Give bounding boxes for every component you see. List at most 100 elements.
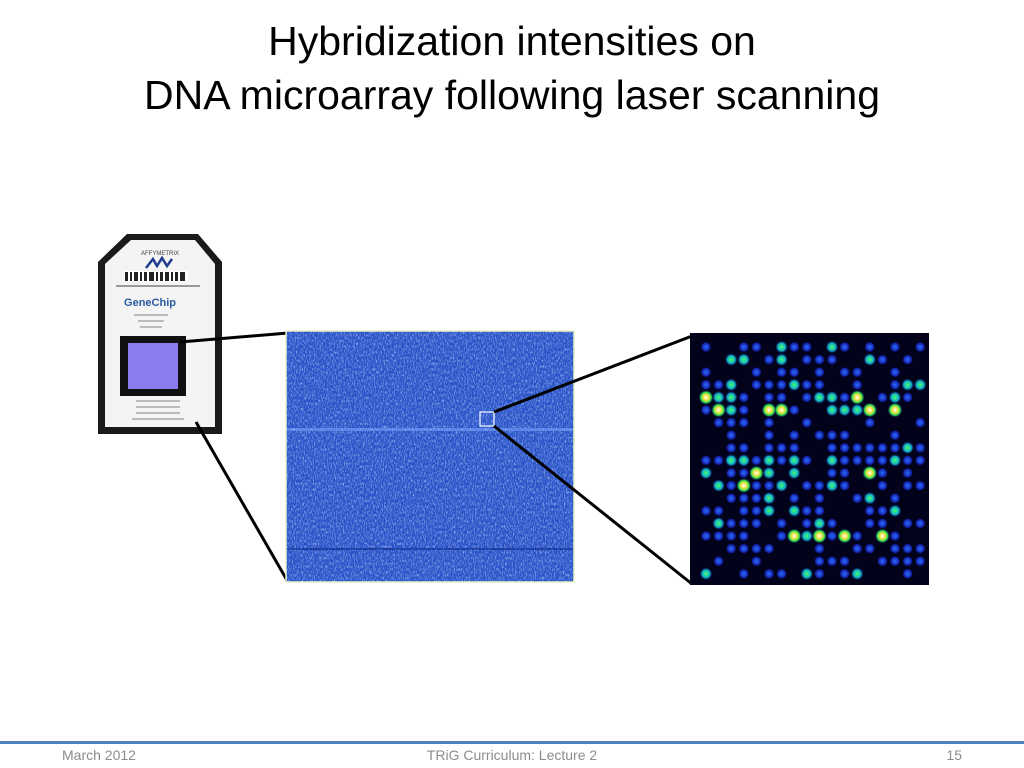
- intensity-spot: [876, 354, 888, 366]
- intensity-spot: [876, 391, 888, 403]
- intensity-spot: [864, 505, 876, 517]
- intensity-spot: [738, 530, 750, 542]
- intensity-spot: [864, 517, 876, 529]
- intensity-spot: [725, 543, 737, 555]
- intensity-spot: [889, 492, 901, 504]
- intensity-spot: [724, 378, 738, 392]
- zoom-line-lower: [194, 421, 290, 583]
- intensity-spot: [914, 480, 926, 492]
- intensity-spot: [839, 467, 851, 479]
- intensity-spot: [876, 517, 888, 529]
- intensity-spot: [888, 453, 902, 467]
- intensity-spot: [801, 391, 813, 403]
- intensity-spot: [889, 555, 901, 567]
- intensity-spot: [914, 417, 926, 429]
- intensity-spot: [763, 354, 775, 366]
- intensity-spot: [788, 442, 800, 454]
- intensity-spot: [876, 442, 888, 454]
- intensity-spot: [748, 465, 764, 481]
- intensity-spot: [864, 341, 876, 353]
- intensity-spot: [889, 379, 901, 391]
- intensity-spot: [914, 341, 926, 353]
- intensity-spot: [863, 353, 877, 367]
- intensity-spot: [812, 390, 826, 404]
- intensity-spot: [839, 454, 851, 466]
- intensity-spot: [813, 505, 825, 517]
- intensity-spot: [874, 528, 890, 544]
- intensity-spot: [889, 341, 901, 353]
- intensity-spot: [699, 567, 713, 581]
- intensity-spot: [776, 517, 788, 529]
- scanned-array-image: [285, 330, 575, 583]
- intensity-spot: [698, 389, 714, 405]
- intensity-spot: [826, 442, 838, 454]
- intensity-spot: [914, 454, 926, 466]
- intensity-spot: [850, 567, 864, 581]
- intensity-spot: [713, 417, 725, 429]
- zoom-line-upper: [179, 331, 289, 344]
- intensity-spot: [851, 366, 863, 378]
- intensity-spot: [914, 543, 926, 555]
- intensity-spot: [839, 480, 851, 492]
- intensity-spot: [725, 517, 737, 529]
- intensity-spot: [738, 442, 750, 454]
- intensity-spot: [788, 429, 800, 441]
- intensity-spot: [750, 505, 762, 517]
- intensity-spot: [864, 442, 876, 454]
- intensity-spot: [712, 479, 726, 493]
- chip-array-window: [128, 343, 178, 389]
- intensity-spot: [700, 366, 712, 378]
- intensity-spot: [762, 466, 776, 480]
- intensity-spot: [776, 568, 788, 580]
- intensity-spot: [863, 491, 877, 505]
- intensity-spot: [801, 480, 813, 492]
- genechip-cartridge: AFFYMETRIX GeneChip: [98, 234, 222, 434]
- intensity-spot: [762, 453, 776, 467]
- intensity-spot: [826, 467, 838, 479]
- intensity-spot: [902, 480, 914, 492]
- intensity-spot: [763, 568, 775, 580]
- intensity-spot: [776, 454, 788, 466]
- intensity-spot: [738, 568, 750, 580]
- intensity-spot: [826, 354, 838, 366]
- intensity-spot: [839, 555, 851, 567]
- intensity-spot: [800, 529, 814, 543]
- intensity-spot: [801, 517, 813, 529]
- chip-product-label: GeneChip: [124, 297, 176, 309]
- intensity-spot: [813, 568, 825, 580]
- intensity-spot: [839, 366, 851, 378]
- intensity-spot: [738, 391, 750, 403]
- intensity-spot: [850, 403, 864, 417]
- intensity-spot: [813, 555, 825, 567]
- intensity-spot: [825, 453, 839, 467]
- intensity-spot: [700, 404, 712, 416]
- intensity-spot: [851, 442, 863, 454]
- intensity-spot: [902, 454, 914, 466]
- intensity-spot: [876, 505, 888, 517]
- intensity-spot: [713, 505, 725, 517]
- intensity-spot: [738, 505, 750, 517]
- intensity-spot: [724, 353, 738, 367]
- intensity-spot: [776, 379, 788, 391]
- intensity-spot: [914, 555, 926, 567]
- intensity-spot: [788, 404, 800, 416]
- intensity-spot: [713, 379, 725, 391]
- intensity-spot: [825, 479, 839, 493]
- intensity-spot: [750, 555, 762, 567]
- intensity-spot: [889, 442, 901, 454]
- affymetrix-logo-icon: [145, 255, 174, 269]
- intensity-spot: [788, 341, 800, 353]
- intensity-spot: [700, 530, 712, 542]
- intensity-spot: [712, 516, 726, 530]
- intensity-spot: [763, 391, 775, 403]
- intensity-spot: [826, 555, 838, 567]
- footer-title: TRiG Curriculum: Lecture 2: [426, 747, 598, 763]
- intensity-spot: [713, 454, 725, 466]
- intensity-spot: [813, 354, 825, 366]
- intensity-spot: [786, 528, 802, 544]
- intensity-spot: [913, 378, 927, 392]
- intensity-spot: [825, 340, 839, 354]
- footer-divider: [0, 741, 1024, 744]
- intensity-spot: [839, 429, 851, 441]
- intensity-spot: [776, 530, 788, 542]
